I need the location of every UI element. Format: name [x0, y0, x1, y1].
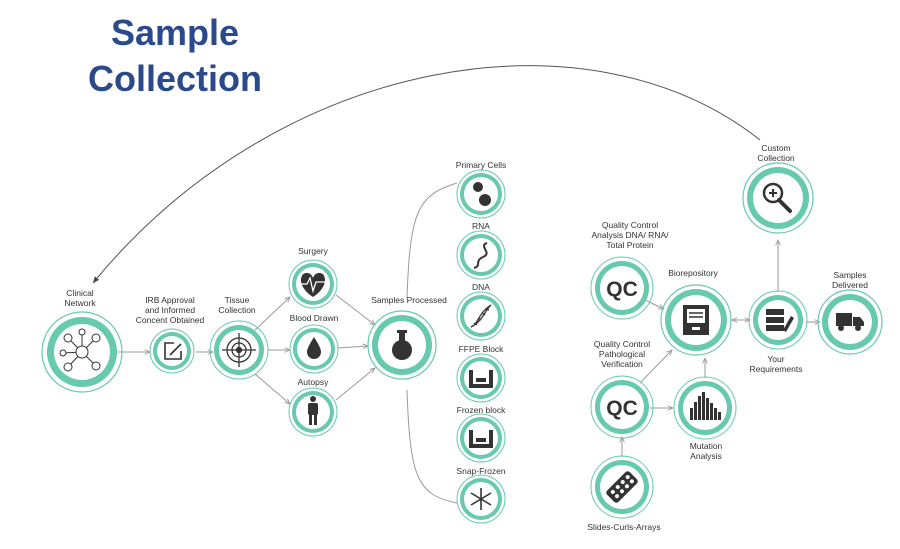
- qc-pathological-label-3: Verification: [601, 359, 643, 369]
- qc-analysis-label-1: Quality Control: [602, 220, 658, 230]
- custom-collection-label-1: Custom: [761, 143, 790, 153]
- node-blood-drawn[interactable]: Blood Drawn: [289, 313, 339, 374]
- node-rna[interactable]: RNA: [456, 221, 506, 280]
- mutation-analysis-label-2: Analysis: [690, 451, 722, 461]
- arrow-surgery-to-samples: [335, 294, 375, 325]
- title-line-1: Sample: [110, 12, 240, 53]
- irb-label-2: and Informed: [145, 305, 195, 315]
- qc-icon-text: QC: [606, 397, 638, 420]
- node-frozen-block[interactable]: Frozen block: [456, 405, 506, 463]
- node-biorepository[interactable]: Biorepository: [660, 268, 732, 356]
- blood-drawn-label: Blood Drawn: [290, 313, 339, 323]
- qc-analysis-label-3: Total Protein: [606, 240, 654, 250]
- node-tissue-collection[interactable]: Tissue Collection: [209, 295, 269, 380]
- clinical-network-label-1: Clinical: [66, 288, 94, 298]
- arrow-blood-to-samples: [337, 346, 368, 348]
- rna-label: RNA: [472, 221, 490, 231]
- node-your-requirements[interactable]: Your Requirements: [748, 290, 808, 374]
- clinical-network-label-2: Network: [64, 298, 96, 308]
- node-ffpe-block[interactable]: FFPE Block: [456, 344, 506, 403]
- target-icon: [222, 333, 256, 367]
- samples-delivered-label-2: Delivered: [832, 280, 868, 290]
- node-samples-delivered[interactable]: Samples Delivered: [817, 270, 883, 355]
- node-irb-approval[interactable]: IRB Approval and Informed Concent Obtain…: [136, 295, 205, 374]
- heart-pulse-icon: [300, 272, 326, 297]
- bracket-upper: [406, 182, 458, 299]
- node-surgery[interactable]: Surgery: [288, 246, 338, 309]
- arrow-custom-to-clinical: [92, 65, 761, 284]
- dna-label: DNA: [472, 282, 490, 292]
- node-qc-pathological[interactable]: QC Quality Control Pathological Verifica…: [590, 339, 654, 439]
- node-mutation-analysis[interactable]: Mutation Analysis: [673, 376, 737, 461]
- file-cabinet-icon: [683, 305, 709, 335]
- flask-icon: [392, 330, 412, 360]
- tissue-label-2: Collection: [218, 305, 256, 315]
- biorepository-label: Biorepository: [668, 268, 718, 278]
- your-requirements-label-2: Requirements: [750, 364, 803, 374]
- bar-histogram-icon: [690, 392, 721, 420]
- node-primary-cells[interactable]: Primary Cells: [456, 160, 507, 219]
- tray-icon: [469, 430, 493, 448]
- snowflake-icon: [470, 488, 492, 510]
- node-clinical-network[interactable]: Clinical Network: [41, 288, 123, 393]
- dna-helix-icon: [470, 304, 492, 328]
- cells-icon: [473, 182, 491, 206]
- rna-strand-icon: [473, 242, 488, 269]
- slides-label: Slides-Curls-Arrays: [587, 522, 660, 532]
- bracket-lower: [406, 389, 458, 504]
- node-samples-processed[interactable]: Samples Processed: [367, 295, 447, 380]
- delivery-truck-icon: [836, 313, 864, 331]
- pencil-edit-icon: [164, 342, 182, 360]
- node-dna[interactable]: DNA: [456, 282, 506, 341]
- arrow-tissue-to-surgery: [254, 297, 290, 331]
- person-icon: [308, 396, 318, 425]
- node-qc-analysis[interactable]: QC Quality Control Analysis DNA/ RNA/ To…: [590, 220, 670, 320]
- snap-frozen-label: Snap-Frozen: [456, 466, 505, 476]
- irb-label-3: Concent Obtained: [136, 315, 205, 325]
- tissue-label-1: Tissue: [225, 295, 250, 305]
- arrow-autopsy-to-samples: [335, 368, 375, 401]
- irb-label-1: IRB Approval: [145, 295, 195, 305]
- qc-analysis-label-2: Analysis DNA/ RNA/: [592, 230, 670, 240]
- server-checklist-icon: [766, 309, 794, 332]
- slide-array-icon: [606, 471, 638, 503]
- network-icon: [59, 328, 101, 372]
- autopsy-label: Autopsy: [298, 377, 329, 387]
- qc-pathological-label-1: Quality Control: [594, 339, 650, 349]
- connectors: [92, 65, 820, 504]
- ffpe-block-label: FFPE Block: [459, 344, 505, 354]
- qc-icon-text: QC: [606, 278, 638, 301]
- qc-pathological-label-2: Pathological: [599, 349, 645, 359]
- tray-icon: [469, 370, 493, 388]
- arrow-tissue-to-autopsy: [254, 373, 290, 404]
- node-custom-collection[interactable]: Custom Collection: [742, 143, 814, 234]
- title-line-2: Collection: [87, 58, 262, 99]
- frozen-block-label: Frozen block: [457, 405, 506, 415]
- node-slides-curls-arrays[interactable]: Slides-Curls-Arrays: [587, 455, 661, 532]
- mutation-analysis-label-1: Mutation: [690, 441, 723, 451]
- samples-delivered-label-1: Samples: [833, 270, 866, 280]
- your-requirements-label-1: Your: [767, 354, 784, 364]
- arrow-qc-path-to-biorepository: [639, 350, 672, 384]
- samples-processed-label: Samples Processed: [371, 295, 447, 305]
- node-autopsy[interactable]: Autopsy: [288, 377, 338, 437]
- primary-cells-label: Primary Cells: [456, 160, 507, 170]
- node-snap-frozen[interactable]: Snap-Frozen: [456, 466, 506, 524]
- arrow-qc-analysis-to-biorepository: [644, 299, 664, 309]
- page-title: Sample Collection: [60, 10, 290, 102]
- surgery-label: Surgery: [298, 246, 329, 256]
- magnifier-plus-icon: [762, 182, 792, 213]
- blood-drop-icon: [307, 337, 321, 359]
- custom-collection-label-2: Collection: [757, 153, 795, 163]
